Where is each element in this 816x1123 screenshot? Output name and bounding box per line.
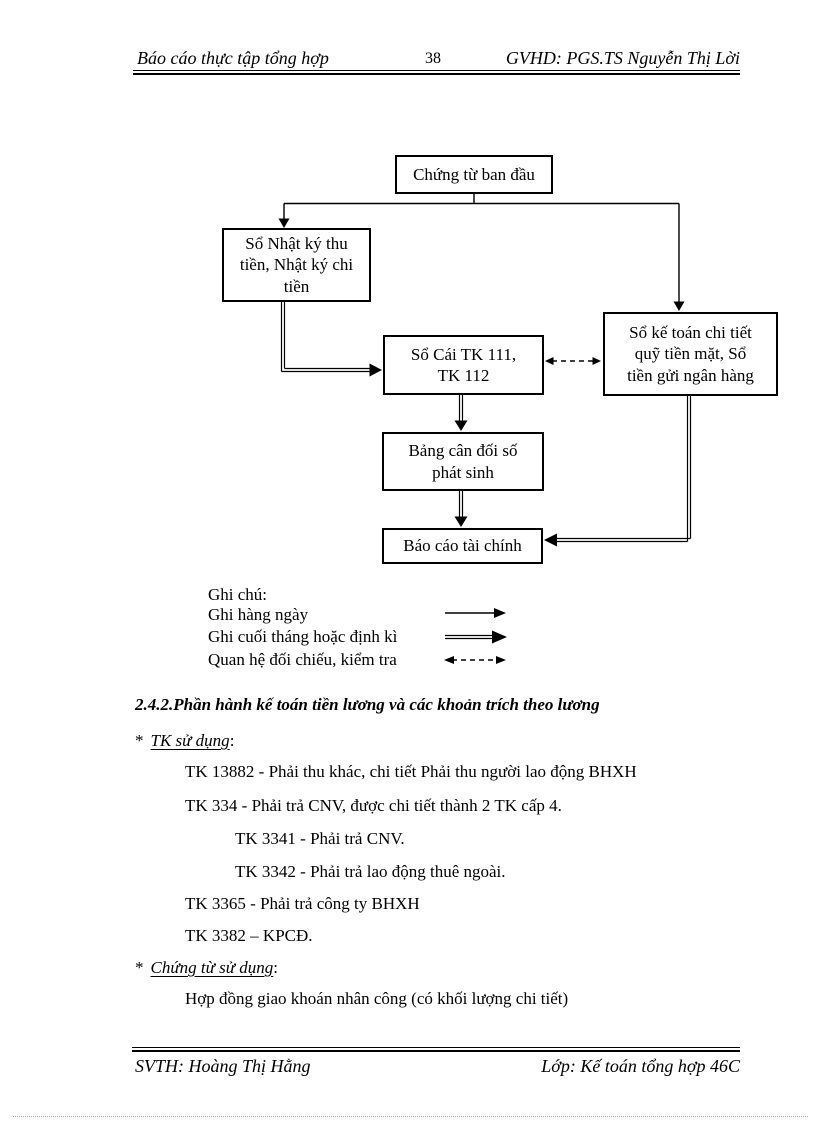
legend-item-daily: Ghi hàng ngày — [208, 605, 309, 624]
header-rule-thin — [133, 70, 740, 71]
flow-box-so-cai: Sổ Cái TK 111, TK 112 — [383, 335, 544, 395]
footer-rule-thin — [132, 1047, 740, 1048]
footer-left-author: SVTH: Hoàng Thị Hằng — [135, 1056, 311, 1076]
double-arrow-bang-can-doi-to-bao-cao — [454, 490, 468, 527]
footer-right-class: Lớp: Kế toán tổng hợp 46C — [541, 1056, 740, 1076]
legend-item-reconcile: Quan hệ đối chiếu, kiểm tra — [208, 650, 397, 669]
tk-line-334: TK 334 - Phải trả CNV, được chi tiết thà… — [185, 796, 562, 815]
tk-line-13882: TK 13882 - Phải thu khác, chi tiết Phải … — [185, 762, 637, 781]
arrowhead-to-nhat-ky — [278, 218, 290, 228]
legend-dashed-double-arrow-icon — [444, 656, 506, 664]
dashed-arrow-so-cai-chi-tiet — [545, 357, 601, 365]
double-arrow-so-cai-to-bang-can-doi — [454, 394, 468, 431]
flow-box-bao-cao-tai-chinh: Báo cáo tài chính — [382, 528, 543, 564]
tk-line-3341: TK 3341 - Phải trả CNV. — [235, 829, 405, 848]
section-heading: 2.4.2.Phần hành kế toán tiền lương và cá… — [135, 695, 600, 714]
bullet-asterisk: * — [135, 958, 144, 977]
header-page-number: 38 — [425, 50, 441, 67]
flow-box-so-nhat-ky: Sổ Nhật ký thu tiền, Nhật ký chi tiền — [222, 228, 371, 302]
page-bottom-dotted-rule — [13, 1116, 808, 1117]
header-right-title: GVHD: PGS.TS Nguyễn Thị Lời — [505, 48, 740, 68]
chung-tu-underlined: Chứng từ sử dụng — [150, 958, 274, 977]
legend-item-monthly: Ghi cuối tháng hoặc định kì — [208, 627, 398, 646]
arrowhead-into-so-cai — [369, 363, 382, 377]
chung-tu-su-dung-label: * Chứng từ sử dụng: — [135, 957, 278, 978]
arrowhead-to-chi-tiet — [673, 301, 685, 311]
footer-rule-thick — [132, 1050, 740, 1052]
tk-su-dung-label: * TK sử dụng: — [135, 730, 234, 751]
colon: : — [229, 731, 235, 750]
double-arrow-chi-tiet-to-bao-cao — [544, 395, 692, 547]
colon: : — [273, 958, 278, 977]
chung-tu-line-hop-dong: Hợp đồng giao khoán nhân công (có khối l… — [185, 989, 569, 1008]
legend-double-line-arrow-icon — [445, 630, 507, 644]
header-left-title: Báo cáo thực tập tổng hợp — [137, 48, 329, 68]
double-arrow-nhat-ky-to-so-cai — [280, 301, 382, 377]
bullet-asterisk: * — [135, 731, 144, 750]
header-rule-thick — [133, 73, 740, 75]
tk-line-3382: TK 3382 – KPCĐ. — [185, 926, 313, 945]
legend-title: Ghi chú: — [208, 585, 268, 604]
legend-solid-arrow-icon — [445, 608, 506, 618]
flow-box-chung-tu-ban-dau: Chứng từ ban đầu — [395, 155, 553, 194]
flow-box-so-ke-toan-chi-tiet: Sổ kế toán chi tiết quỹ tiền mặt, Sổ tiề… — [603, 312, 778, 396]
flow-box-bang-can-doi: Bảng cân đối số phát sinh — [382, 432, 544, 491]
tk-su-dung-underlined: TK sử dụng — [150, 731, 230, 750]
tk-line-3365: TK 3365 - Phải trả công ty BHXH — [185, 894, 420, 913]
tk-line-3342: TK 3342 - Phải trả lao động thuê ngoài. — [235, 862, 506, 881]
